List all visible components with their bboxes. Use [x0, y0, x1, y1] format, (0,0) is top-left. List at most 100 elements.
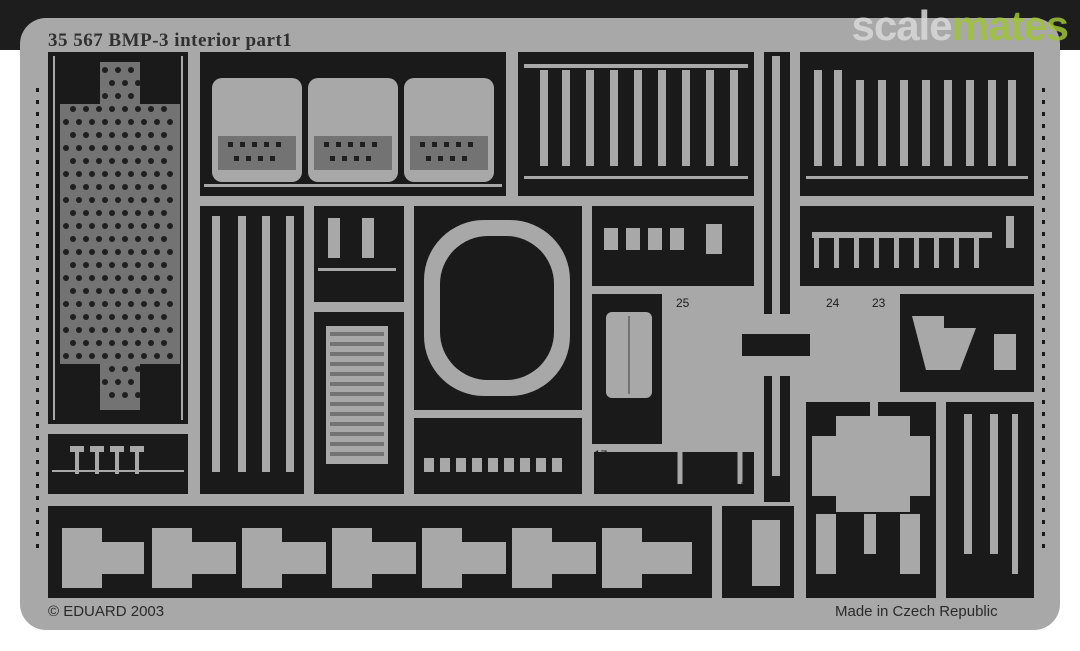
- part-number: 16: [648, 418, 662, 432]
- plate-hole: [122, 340, 128, 346]
- plate-hole: [141, 223, 147, 229]
- watermark-scale: scale: [851, 2, 952, 49]
- plate-hole: [109, 262, 115, 268]
- plate-hole: [148, 314, 154, 320]
- plate-hole: [115, 145, 121, 151]
- fret-title: 35 567 BMP-3 interior part1: [48, 30, 293, 51]
- plate-hole: [148, 236, 154, 242]
- plate-hole: [63, 197, 69, 203]
- plate-hole: [76, 197, 82, 203]
- plate-hole: [148, 340, 154, 346]
- plate-hole: [115, 249, 121, 255]
- plate-hole: [128, 93, 134, 99]
- plate-hole: [122, 288, 128, 294]
- plate-hole: [109, 184, 115, 190]
- plate-hole: [76, 223, 82, 229]
- plate-hole: [128, 249, 134, 255]
- plate-hole: [83, 132, 89, 138]
- plate-hole: [135, 184, 141, 190]
- plate-hole: [161, 132, 167, 138]
- plate-hole: [128, 327, 134, 333]
- plate-hole: [154, 119, 160, 125]
- plate-hole: [167, 171, 173, 177]
- plate-hole: [128, 67, 134, 73]
- part-11-12: [604, 224, 722, 254]
- plate-hole: [89, 119, 95, 125]
- plate-hole: [102, 379, 108, 385]
- plate-hole: [83, 106, 89, 112]
- plate-hole: [148, 262, 154, 268]
- edge-perforations: [36, 88, 1045, 548]
- plate-hole: [167, 353, 173, 359]
- plate-hole: [167, 249, 173, 255]
- plate-hole: [154, 275, 160, 281]
- scalemates-watermark: scalemates: [851, 2, 1069, 50]
- plate-hole: [161, 158, 167, 164]
- plate-hole: [128, 197, 134, 203]
- plate-hole: [76, 327, 82, 333]
- plate-hole: [128, 223, 134, 229]
- part-number: 8: [205, 55, 212, 69]
- part-3-brackets: [62, 528, 692, 588]
- plate-hole: [63, 171, 69, 177]
- plate-hole: [148, 132, 154, 138]
- plate-hole: [161, 106, 167, 112]
- part-number: 7: [389, 479, 396, 493]
- part-4-bars: [212, 216, 294, 472]
- plate-hole: [154, 249, 160, 255]
- plate-hole: [96, 210, 102, 216]
- plate-hole: [76, 145, 82, 151]
- plate-hole: [63, 145, 69, 151]
- part-number: 29: [1016, 268, 1030, 282]
- plate-hole: [109, 236, 115, 242]
- plate-hole: [135, 210, 141, 216]
- plate-hole: [128, 301, 134, 307]
- copyright-text: © EDUARD 2003: [48, 603, 165, 620]
- plate-hole: [115, 67, 121, 73]
- plate-hole: [154, 197, 160, 203]
- plate-hole: [70, 340, 76, 346]
- plate-hole: [115, 119, 121, 125]
- plate-hole: [102, 171, 108, 177]
- plate-hole: [128, 353, 134, 359]
- plate-hole: [161, 314, 167, 320]
- plate-hole: [76, 119, 82, 125]
- plate-hole: [154, 223, 160, 229]
- plate-hole: [76, 275, 82, 281]
- plate-hole: [122, 262, 128, 268]
- part-32-33: [964, 414, 1018, 574]
- plate-hole: [76, 301, 82, 307]
- plate-hole: [89, 301, 95, 307]
- plate-hole: [109, 80, 115, 86]
- part-26-27-straps: [806, 70, 1028, 179]
- plate-hole: [161, 184, 167, 190]
- plate-hole: [102, 353, 108, 359]
- plate-hole: [115, 171, 121, 177]
- part-7-ladder: [326, 326, 388, 464]
- plate-hole: [63, 223, 69, 229]
- plate-hole: [154, 145, 160, 151]
- plate-hole: [135, 392, 141, 398]
- plate-hole: [135, 80, 141, 86]
- part-number: 24: [826, 296, 840, 310]
- plate-hole: [96, 288, 102, 294]
- plate-hole: [135, 366, 141, 372]
- plate-holes: [63, 67, 173, 398]
- plate-hole: [141, 353, 147, 359]
- part-14-row: [424, 458, 562, 472]
- plate-hole: [161, 236, 167, 242]
- plate-hole: [83, 314, 89, 320]
- plate-hole: [70, 288, 76, 294]
- plate-hole: [154, 171, 160, 177]
- plate-hole: [128, 275, 134, 281]
- plate-hole: [148, 158, 154, 164]
- plate-hole: [167, 327, 173, 333]
- part-number: 19: [740, 479, 754, 493]
- plate-hole: [96, 236, 102, 242]
- plate-hole: [83, 262, 89, 268]
- plate-hole: [115, 353, 121, 359]
- plate-hole: [141, 301, 147, 307]
- plate-hole: [141, 171, 147, 177]
- plate-hole: [128, 171, 134, 177]
